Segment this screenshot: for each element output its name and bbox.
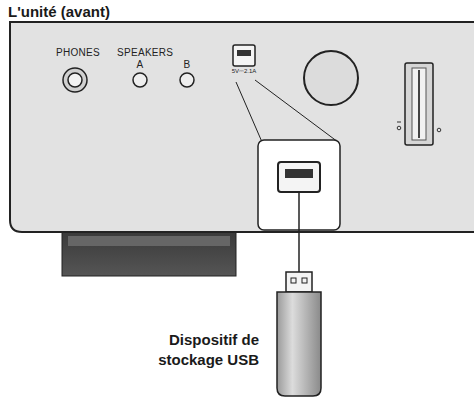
device-label: Dispositif de stockage USB — [143, 330, 259, 369]
figure-title: L'unité (avant) — [8, 3, 110, 20]
group-label: SPEAKERS — [117, 47, 173, 59]
button-label: A — [137, 59, 144, 71]
jack-label: PHONES — [56, 47, 100, 59]
rating-label: 5V⎓2.1A — [232, 68, 257, 75]
button-label: B — [184, 59, 191, 71]
